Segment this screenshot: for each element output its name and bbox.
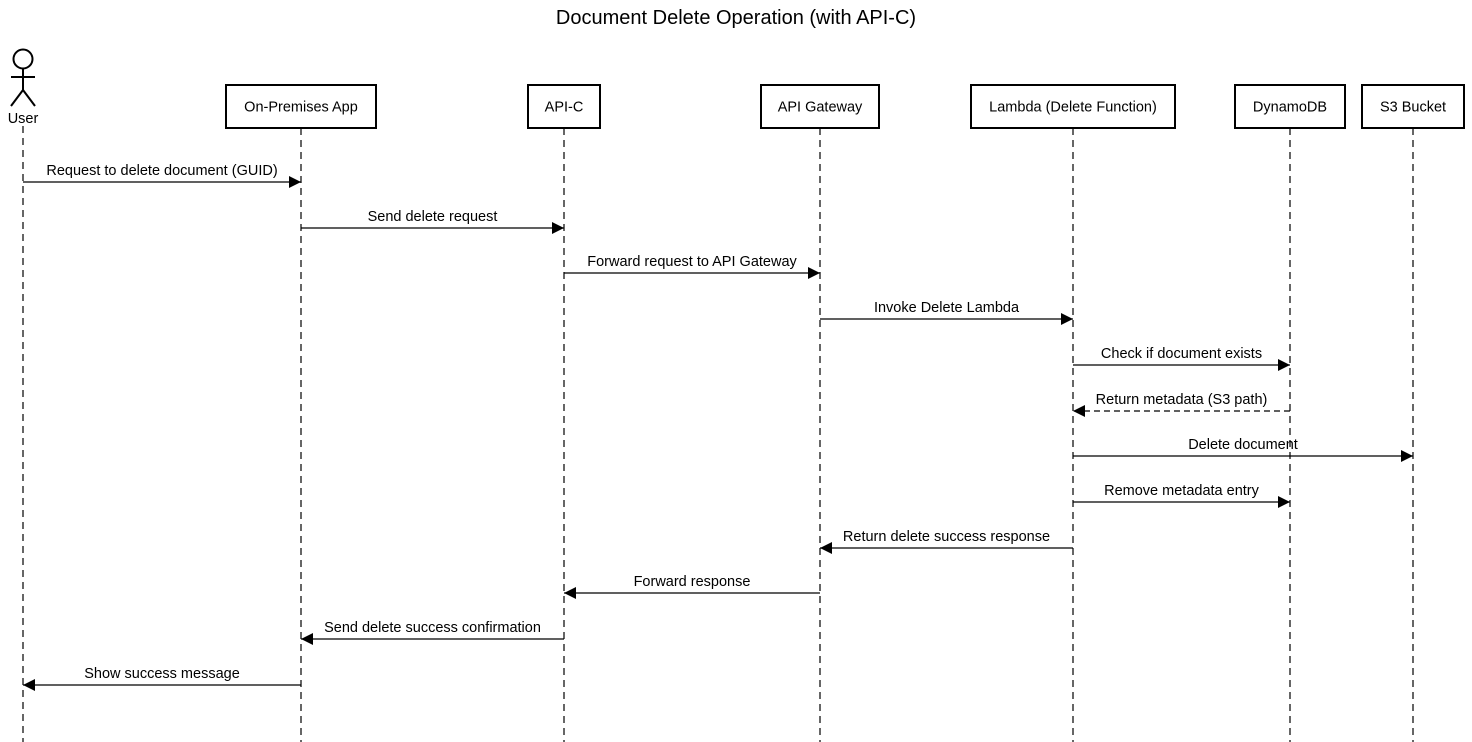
- messages-layer: Request to delete document (GUID) Send de…: [23, 163, 1413, 691]
- participant-box-dynamo: [1234, 84, 1346, 129]
- message-label: Delete document: [1188, 437, 1298, 453]
- message-label: Remove metadata entry: [1104, 483, 1259, 499]
- message-2: Send delete request: [301, 209, 564, 234]
- actor-left-leg-icon: [10, 89, 24, 107]
- participant-lambda: Lambda (Delete Function): [970, 84, 1176, 129]
- participant-label-onprem: On-Premises App: [244, 100, 358, 116]
- message-8: Remove metadata entry: [1073, 483, 1290, 508]
- message-3: Forward request to API Gateway: [564, 254, 820, 279]
- participant-box-lambda: [970, 84, 1176, 129]
- message-label: Check if document exists: [1101, 346, 1262, 362]
- diagram-title: Document Delete Operation (with API-C): [556, 7, 916, 29]
- message-label: Show success message: [84, 666, 240, 682]
- message-1: Request to delete document (GUID): [23, 163, 301, 188]
- participant-onprem: On-Premises App: [225, 84, 377, 129]
- participants-layer: User On-Premises App API-C API Gateway Lambd…: [8, 48, 1465, 129]
- participant-s3: S3 Bucket: [1361, 84, 1465, 129]
- participant-box-apigw: [760, 84, 880, 129]
- message-9: Return delete success response: [820, 529, 1073, 554]
- message-11: Send delete success confirmation: [301, 620, 564, 645]
- participant-label-s3: S3 Bucket: [1380, 100, 1446, 116]
- participant-box-onprem: [225, 84, 377, 129]
- message-label: Forward response: [634, 574, 751, 590]
- message-label: Request to delete document (GUID): [46, 163, 277, 179]
- participant-apigw: API Gateway: [760, 84, 880, 129]
- message-4: Invoke Delete Lambda: [820, 300, 1073, 325]
- actor-right-leg-icon: [22, 89, 36, 107]
- message-label: Send delete success confirmation: [324, 620, 541, 636]
- participant-box-s3: [1361, 84, 1465, 129]
- message-label: Send delete request: [368, 209, 498, 225]
- participant-label-apigw: API Gateway: [778, 100, 863, 116]
- message-6: Return metadata (S3 path): [1073, 392, 1290, 417]
- participant-box-apic: [527, 84, 601, 129]
- message-label: Return metadata (S3 path): [1096, 392, 1268, 408]
- message-12: Show success message: [23, 666, 301, 691]
- message-5: Check if document exists: [1073, 346, 1290, 371]
- message-label: Forward request to API Gateway: [587, 254, 797, 270]
- participant-dynamo: DynamoDB: [1234, 84, 1346, 129]
- message-label: Return delete success response: [843, 529, 1050, 545]
- message-7: Delete document: [1073, 437, 1413, 462]
- participant-label-lambda: Lambda (Delete Function): [989, 100, 1157, 116]
- lifelines-layer: [22, 126, 1414, 742]
- participant-label-apic: API-C: [545, 100, 584, 116]
- participant-apic: API-C: [527, 84, 601, 129]
- actor-label-user: User: [8, 111, 39, 127]
- message-label: Invoke Delete Lambda: [874, 300, 1020, 316]
- participant-label-dynamo: DynamoDB: [1253, 100, 1327, 116]
- message-10: Forward response: [564, 574, 820, 599]
- actor-head-icon: [12, 48, 34, 70]
- actor-user: User: [8, 48, 39, 127]
